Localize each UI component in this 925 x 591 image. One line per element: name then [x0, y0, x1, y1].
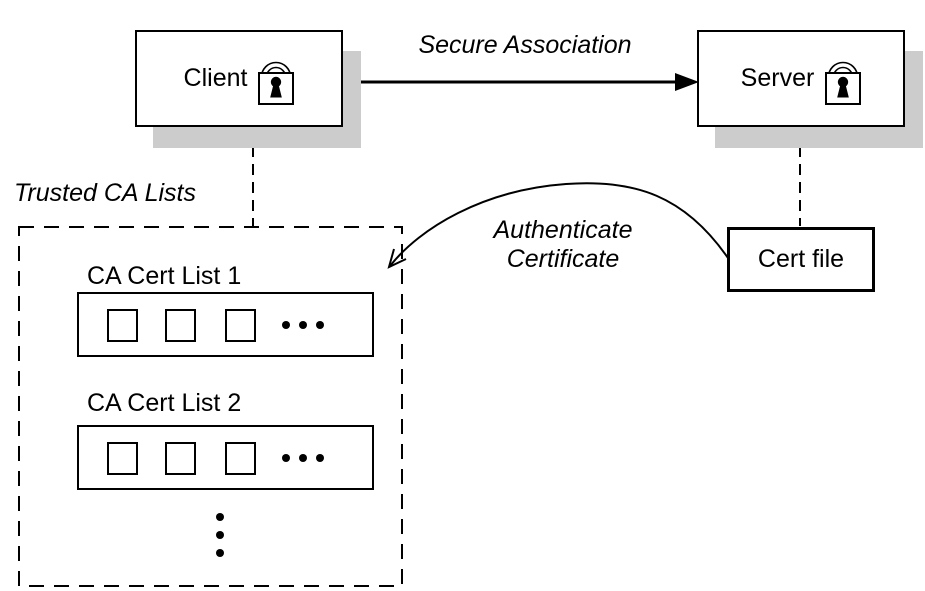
client-label: Client: [183, 64, 248, 92]
server-box: Server: [697, 30, 905, 127]
ca-cert-list-2-container: [77, 425, 374, 490]
padlock-icon: [825, 61, 862, 105]
horizontal-ellipsis-icon: [282, 453, 324, 462]
cert-slot: [225, 442, 256, 475]
padlock-icon: [258, 61, 295, 105]
cert-file-box: Cert file: [727, 227, 875, 292]
server-label: Server: [740, 64, 815, 92]
certificate-line: Certificate: [506, 245, 620, 273]
vertical-ellipsis-icon: [216, 513, 224, 557]
cert-slot: [107, 309, 138, 342]
cert-file-label: Cert file: [757, 245, 845, 273]
ca-cert-list-1-container: [77, 292, 374, 357]
cert-slot: [225, 309, 256, 342]
cert-slot: [165, 442, 196, 475]
client-box: Client: [135, 30, 343, 127]
ca-cert-list-2-label: CA Cert List 2: [87, 389, 242, 417]
trusted-ca-lists-label: Trusted CA Lists: [14, 179, 196, 207]
cert-slot: [107, 442, 138, 475]
ca-cert-list-1-label: CA Cert List 1: [87, 262, 242, 290]
cert-slot: [165, 309, 196, 342]
authenticate-line: Authenticate: [493, 216, 633, 244]
horizontal-ellipsis-icon: [282, 320, 324, 329]
authenticate-certificate-label: Authenticate Certificate: [458, 216, 668, 274]
secure-association-label: Secure Association: [418, 31, 632, 59]
secure-association-arrow: [361, 73, 699, 91]
